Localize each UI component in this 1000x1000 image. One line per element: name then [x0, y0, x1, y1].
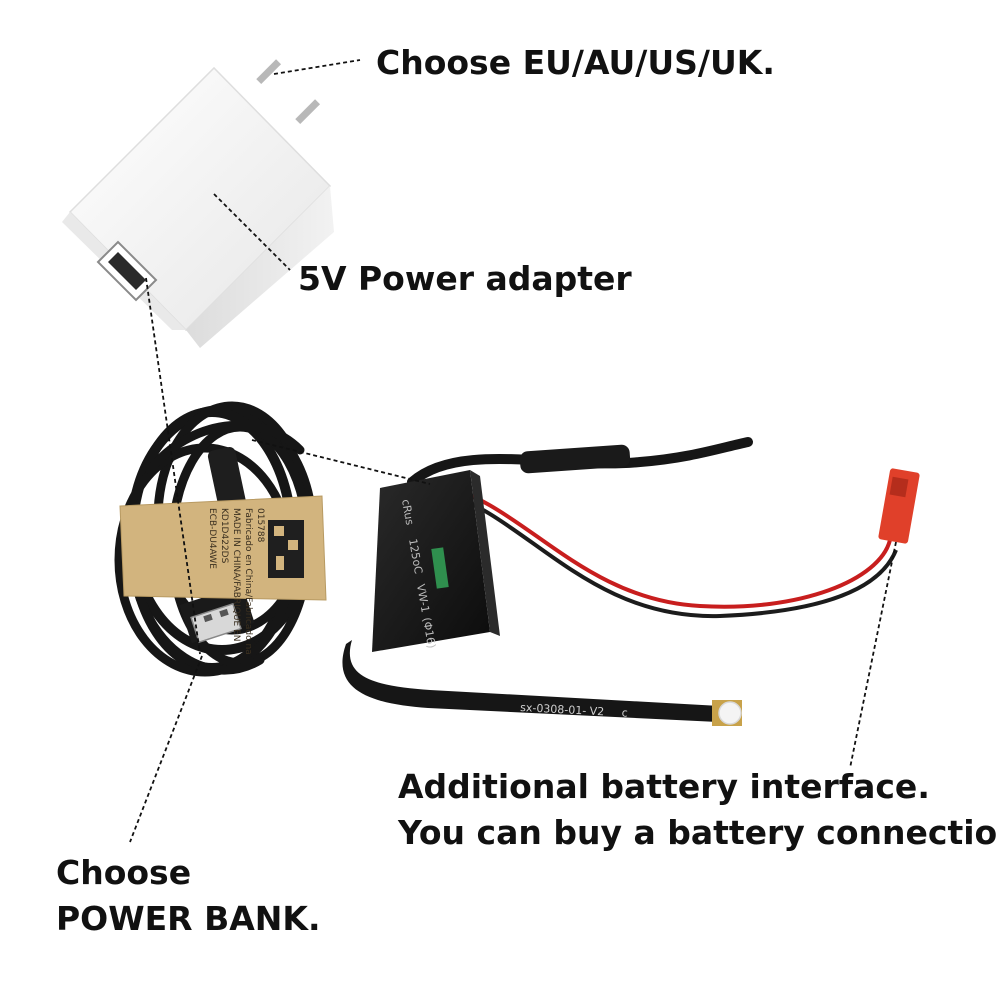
cable-tag-line: MADE IN CHINA/FABRIQUE EN — [231, 508, 241, 642]
module-print: (Φ16) — [420, 616, 438, 649]
module-print: cRus — [399, 498, 416, 526]
cable-tag: 015788 Fabricado en China/Fabricado na M… — [119, 495, 327, 658]
heat-shrink-sleeve — [519, 444, 631, 474]
leader-battery — [849, 541, 897, 769]
svg-text:015788 Fabricado en Ch: 015788 Fabricado en China/Fabricado na M… — [207, 508, 265, 658]
adapter-prong-top — [256, 59, 282, 85]
svg-text:cRus 125oC VW-: cRus 125oC VW-1 (Φ16) — [399, 498, 438, 649]
flex-ribbon-cable: sx-0308-01- V2 c — [342, 640, 742, 726]
module-print: 125oC — [406, 538, 425, 575]
jst-battery-connector — [878, 468, 920, 544]
camera-lens — [718, 701, 742, 725]
leader-adapter — [213, 193, 291, 271]
adapter-label: 5V Power adapter — [298, 259, 632, 298]
power-adapter — [62, 59, 334, 348]
flex-cable-mark: c — [621, 706, 628, 719]
battery-interface-label: Additional battery interface. — [398, 767, 930, 806]
leader-plug — [273, 59, 361, 75]
camera-module: cRus 125oC VW-1 (Φ16) — [372, 470, 500, 652]
module-print: VW-1 — [414, 583, 432, 614]
leader-adapter-to-usb — [145, 277, 201, 655]
cable-tag-line: ECB-DU4AWE — [207, 508, 217, 569]
plug-type-label: Choose EU/AU/US/UK. — [376, 43, 775, 82]
adapter-prong-bottom — [295, 99, 321, 125]
black-wire — [443, 490, 898, 619]
power-bank-label-line2: POWER BANK. — [56, 899, 321, 938]
red-wire — [439, 484, 892, 609]
leader-cable-to-module — [251, 439, 431, 485]
cable-tag-line: Fabricado en China/Fabricado na — [243, 508, 253, 655]
cable-tag-line: KD1D422DS — [219, 508, 229, 564]
leader-lines — [129, 59, 897, 843]
leader-power-bank — [129, 655, 203, 843]
usb-a-plug — [179, 584, 255, 644]
flex-cable-print: sx-0308-01- V2 — [520, 701, 605, 718]
status-led — [431, 547, 449, 589]
power-bank-label-line1: Choose — [56, 853, 192, 892]
battery-connection-label: You can buy a battery connection — [398, 813, 1000, 852]
cable-tag-line: 015788 — [255, 508, 265, 543]
svg-text:sx-0308-01- V2 c: sx-0308-01- V2 c — [520, 701, 628, 720]
